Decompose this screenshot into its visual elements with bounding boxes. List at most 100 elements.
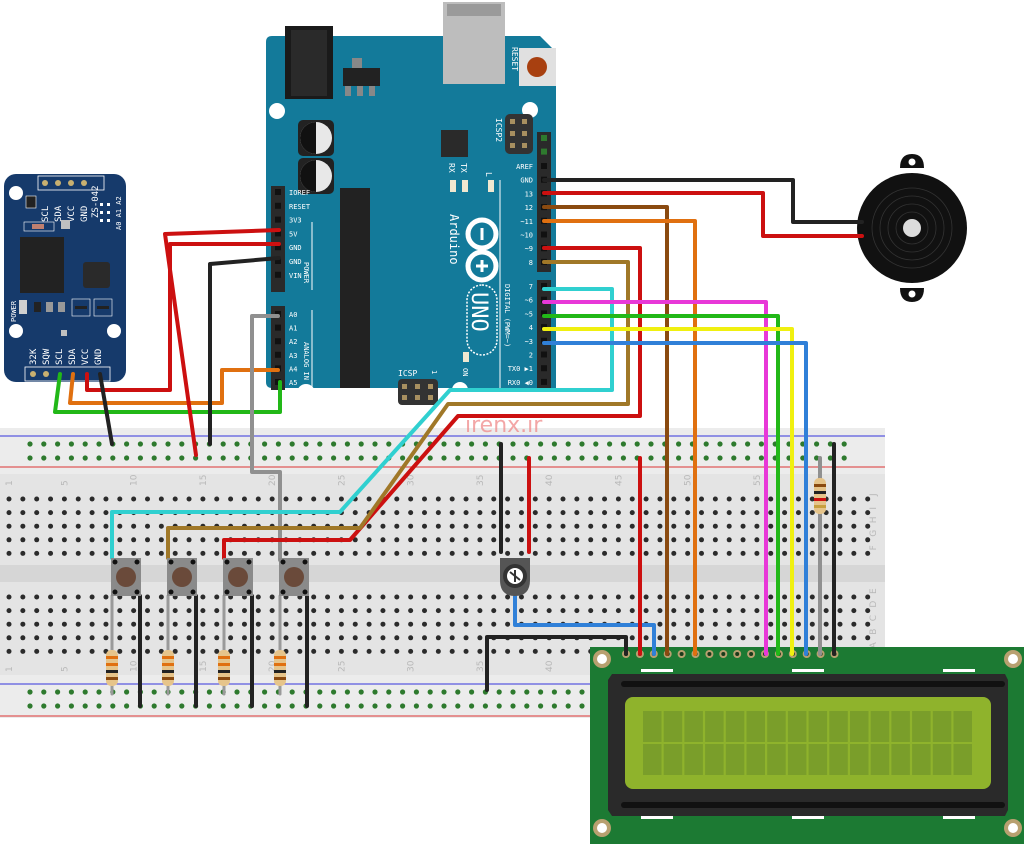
terminal-hole	[782, 510, 788, 516]
wire-d6-lcd-d4[interactable]	[542, 300, 768, 656]
resistor[interactable]	[106, 650, 118, 686]
resistor-body	[274, 650, 286, 686]
wire-d7-button1[interactable]	[110, 287, 614, 560]
header-pin[interactable]	[541, 231, 547, 238]
reset-button[interactable]	[519, 48, 556, 86]
digital-pin-label: 4	[529, 324, 533, 332]
wire-rtc-gnd[interactable]	[98, 372, 114, 446]
resistor-band	[162, 656, 174, 659]
terminal-hole	[782, 594, 788, 600]
analog-pin-label: A2	[289, 338, 297, 346]
header-pin[interactable]	[541, 351, 547, 358]
header-pin[interactable]	[275, 216, 281, 223]
column-number: 35	[476, 661, 486, 672]
wire-d3-lcd-d7[interactable]	[542, 341, 808, 656]
terminal-hole	[560, 648, 566, 654]
rail-hole	[524, 441, 530, 447]
resistor[interactable]	[218, 650, 230, 686]
terminal-hole	[657, 523, 663, 529]
wire-gnd-buzzer[interactable]	[542, 178, 864, 224]
header-pin[interactable]	[275, 189, 281, 195]
wire-d9-button3[interactable]	[222, 246, 642, 560]
piezo-buzzer[interactable]	[857, 154, 967, 302]
header-pin[interactable]	[275, 202, 281, 209]
lcd-cell	[912, 711, 931, 742]
terminal-hole	[685, 496, 691, 502]
button-3[interactable]	[223, 558, 253, 596]
wire-pot-wiper-lcd-vo[interactable]	[513, 594, 656, 656]
header-pin[interactable]	[275, 258, 281, 264]
header-pin[interactable]	[541, 378, 547, 385]
resistor[interactable]	[274, 650, 286, 686]
resistor-body	[814, 478, 826, 514]
header-pin[interactable]	[275, 230, 281, 237]
header-pin[interactable]	[275, 244, 281, 251]
header-pin[interactable]	[541, 283, 547, 289]
lcd-16x2[interactable]	[590, 647, 1024, 844]
wire-lcd-vss[interactable]	[485, 635, 628, 692]
rail-hole	[441, 455, 447, 461]
mounting-hole	[107, 324, 121, 338]
wire-d11-lcd-e[interactable]	[542, 219, 697, 656]
button-4[interactable]	[279, 558, 309, 596]
header-pin[interactable]	[541, 296, 547, 303]
wire-d13-buzzer[interactable]	[542, 191, 864, 238]
terminal-hole	[865, 537, 871, 543]
terminal-hole	[574, 523, 580, 529]
header-pin[interactable]	[275, 271, 281, 278]
terminal-hole	[740, 496, 746, 502]
header-pin[interactable]	[275, 324, 281, 331]
terminal-hole	[408, 621, 414, 627]
wire-d4-lcd-d6[interactable]	[542, 327, 794, 656]
digital-header-bottom	[537, 280, 551, 388]
terminal-hole	[726, 608, 732, 614]
terminal-hole	[740, 523, 746, 529]
header-pin[interactable]	[275, 351, 281, 358]
header-pin[interactable]	[541, 135, 547, 141]
header-pin[interactable]	[541, 163, 547, 169]
center-channel	[0, 565, 885, 582]
header-pin[interactable]	[541, 337, 547, 344]
digital-pin-label: 12	[525, 204, 533, 212]
header-pin[interactable]	[541, 310, 547, 317]
potentiometer[interactable]	[500, 558, 530, 596]
wire-rtc-sda-a4[interactable]	[68, 368, 280, 405]
wire-3v3-rail[interactable]	[163, 228, 281, 457]
rail-hole	[137, 441, 143, 447]
header-pin[interactable]	[541, 148, 547, 155]
rail-hole	[455, 703, 461, 709]
terminal-hole	[795, 523, 801, 529]
wire-d5-lcd-d5[interactable]	[542, 314, 780, 656]
silk-mark	[641, 669, 673, 672]
terminal-hole	[560, 496, 566, 502]
wire-d8-button2[interactable]	[166, 260, 630, 560]
rail-hole	[469, 441, 475, 447]
rail-hole	[68, 441, 74, 447]
header-pin[interactable]	[275, 338, 281, 345]
wire-gnd-rail[interactable]	[208, 256, 281, 446]
resistor-band	[218, 663, 230, 666]
button-1[interactable]	[111, 558, 141, 596]
tx-led	[462, 180, 468, 192]
terminal-hole	[48, 523, 54, 529]
button-2[interactable]	[167, 558, 197, 596]
terminal-hole	[408, 594, 414, 600]
terminal-hole	[422, 550, 427, 556]
wire-d12-lcd-rs[interactable]	[542, 205, 669, 656]
terminal-hole	[782, 635, 788, 641]
arduino-uno-board[interactable]: RESET ICSP2 RX TX L Arduino UNO DIG	[266, 2, 556, 405]
terminal-hole	[214, 648, 220, 654]
wire-rtc-vcc-5v[interactable]	[85, 242, 281, 392]
buzzer-tab-hole	[908, 158, 916, 166]
wire-a0-button4[interactable]	[250, 314, 282, 562]
terminal-hole	[685, 608, 691, 614]
wire-rtc-scl-a5[interactable]	[53, 372, 282, 414]
resistor[interactable]	[814, 478, 826, 514]
header-pin[interactable]	[541, 365, 547, 372]
terminal-hole	[283, 621, 289, 627]
terminal-hole	[48, 496, 54, 502]
terminal-hole	[241, 635, 247, 641]
resistor[interactable]	[162, 650, 174, 686]
